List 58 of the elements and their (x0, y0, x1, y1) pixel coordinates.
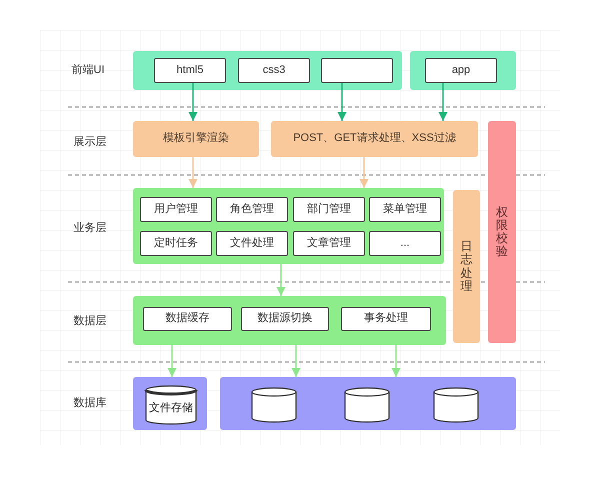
arrow (276, 264, 286, 296)
module-box (154, 58, 226, 83)
module-box (238, 58, 310, 83)
vertical-box (488, 121, 516, 343)
module-box (140, 231, 212, 256)
module-box (216, 231, 288, 256)
layer-panel (133, 188, 444, 264)
node-label: 菜单管理 (383, 202, 427, 216)
layer-label: 前端UI (72, 62, 104, 78)
arrow (438, 83, 448, 121)
module-box (369, 197, 441, 222)
node-label: 文件处理 (230, 236, 274, 250)
node-label: html5 (176, 64, 204, 78)
layer-label: 业务层 (74, 220, 106, 236)
node-label: css3 (262, 64, 286, 78)
layer-panel (133, 296, 446, 345)
node-label: 日志处理 (460, 240, 472, 293)
process-box (133, 121, 259, 157)
storage-panel (133, 377, 207, 430)
node-label: 角色管理 (230, 202, 274, 216)
module-box (293, 197, 365, 222)
module-box (369, 231, 441, 256)
node-label: 模板引擎渲染 (163, 132, 229, 146)
node-label: app (452, 64, 470, 78)
arrow (188, 83, 198, 121)
node-label: 定时任务 (154, 236, 198, 250)
layer-panel (410, 51, 516, 90)
module-box (241, 307, 329, 331)
node-label: 文件存储 (149, 402, 193, 416)
arrow (168, 345, 176, 377)
storage-panel (220, 377, 516, 430)
module-box (321, 58, 393, 83)
node-label: ... (400, 236, 410, 250)
arrow (292, 345, 300, 377)
node-label: 用户管理 (154, 202, 198, 216)
node-label: 事务处理 (364, 312, 408, 326)
module-box (140, 197, 212, 222)
module-box (216, 197, 288, 222)
module-box (341, 307, 431, 331)
node-label: 数据源切换 (258, 312, 312, 326)
node-label: 权限校验 (496, 206, 508, 258)
layer-label: 展示层 (74, 134, 106, 150)
process-box (271, 121, 478, 157)
node-label: 文章管理 (307, 236, 351, 250)
module-box (143, 307, 232, 331)
vertical-box (453, 190, 480, 343)
module-box (293, 231, 365, 256)
layer-label: 数据层 (74, 314, 106, 329)
module-box (425, 58, 497, 83)
node-label: 数据缓存 (166, 312, 210, 326)
arrow (188, 157, 198, 188)
node-label: 部门管理 (307, 202, 351, 216)
layer-panel (133, 51, 402, 90)
node-label: POST、GET请求处理、XSS过滤 (293, 132, 456, 146)
arrow (360, 157, 368, 188)
layer-label: 数据库 (74, 396, 106, 411)
arrow (392, 345, 400, 377)
arrow (338, 83, 346, 121)
